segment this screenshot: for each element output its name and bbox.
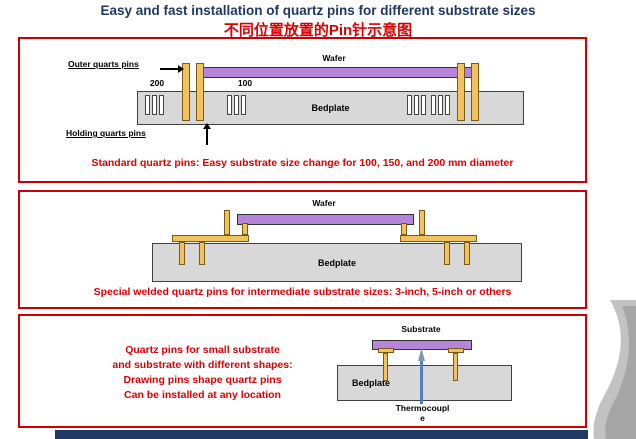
pin-slot xyxy=(431,95,436,115)
drawing-pin-stem xyxy=(383,353,388,381)
arrow-right-icon xyxy=(178,65,184,73)
wafer-label: Wafer xyxy=(312,198,336,208)
outer-pins-label: Outer quarts pins xyxy=(68,59,139,69)
dim-200-label: 200 xyxy=(149,78,165,88)
outer-quartz-pin xyxy=(182,63,190,121)
panel-small-substrate: Quartz pins for small substrate and subs… xyxy=(18,314,587,428)
outer-quartz-pin xyxy=(457,63,465,121)
pin-slot xyxy=(234,95,239,115)
welded-support-post xyxy=(401,223,407,235)
description-line: Drawing pins shape quartz pins xyxy=(123,374,282,386)
welded-arm xyxy=(400,235,477,242)
bedplate-label: Bedplate xyxy=(317,257,356,268)
welded-arm xyxy=(172,235,249,242)
page-curl-decoration xyxy=(593,300,636,439)
thermocouple-tip xyxy=(418,348,425,361)
drawing-pin-head xyxy=(378,348,394,353)
welded-leg xyxy=(199,242,205,265)
pin-slot xyxy=(445,95,450,115)
description-line: Can be installed at any location xyxy=(124,389,281,401)
arrow-line xyxy=(206,129,208,145)
pin-slot xyxy=(421,95,426,115)
pin-slot xyxy=(145,95,150,115)
welded-outer-pin xyxy=(224,210,230,235)
wafer-bar xyxy=(197,67,474,78)
substrate-label: Substrate xyxy=(401,324,441,334)
thermocouple-probe xyxy=(420,360,423,404)
substrate-bar xyxy=(372,340,472,350)
pin-slot xyxy=(407,95,412,115)
welded-outer-pin xyxy=(419,210,425,235)
thermocouple-label: Thermocoupl xyxy=(395,403,450,413)
bedplate-label: Bedplate xyxy=(311,103,350,113)
pin-slot xyxy=(152,95,157,115)
drawing-pin-head xyxy=(448,348,464,353)
welded-leg xyxy=(444,242,450,265)
wafer-bar xyxy=(237,214,414,225)
bedplate-label: Bedplate xyxy=(352,378,391,388)
description-text-block: Quartz pins for small substrate and subs… xyxy=(90,343,315,403)
thermocouple-label: e xyxy=(420,413,425,423)
arrow-up-icon xyxy=(203,123,211,129)
outer-quartz-pin xyxy=(196,63,204,121)
bedplate: Bedplate xyxy=(152,243,522,282)
wafer-label: Wafer xyxy=(322,53,346,63)
dim-100-label: 100 xyxy=(237,78,253,88)
drawing-pin-stem xyxy=(453,353,458,381)
description-line: and substrate with different shapes: xyxy=(112,359,293,371)
pin-slot xyxy=(241,95,246,115)
bedplate: Bedplate xyxy=(337,365,512,401)
slide-subtitle-chinese: 不同位置放置的Pin针示意图 xyxy=(223,22,413,39)
slide-title: Easy and fast installation of quartz pin… xyxy=(100,3,536,18)
welded-support-post xyxy=(242,223,248,235)
welded-leg xyxy=(179,242,185,265)
panel-welded-caption: Special welded quartz pins for intermedi… xyxy=(93,286,512,298)
pin-slot xyxy=(159,95,164,115)
footer-bar xyxy=(55,430,588,439)
welded-leg xyxy=(464,242,470,265)
description-line: Quartz pins for small substrate xyxy=(125,344,280,356)
outer-quartz-pin xyxy=(471,63,479,121)
pin-slot xyxy=(438,95,443,115)
panel-welded-pins: Wafer Bedplate Special welded quartz pin… xyxy=(18,190,587,309)
pin-slot xyxy=(414,95,419,115)
holding-pins-label: Holding quarts pins xyxy=(66,128,146,138)
panel-standard-caption: Standard quartz pins: Easy substrate siz… xyxy=(91,157,514,169)
arrow-line xyxy=(160,68,178,70)
pin-slot xyxy=(227,95,232,115)
panel-standard-pins: Wafer Bedplate Outer quarts pins 200 100… xyxy=(18,37,587,183)
